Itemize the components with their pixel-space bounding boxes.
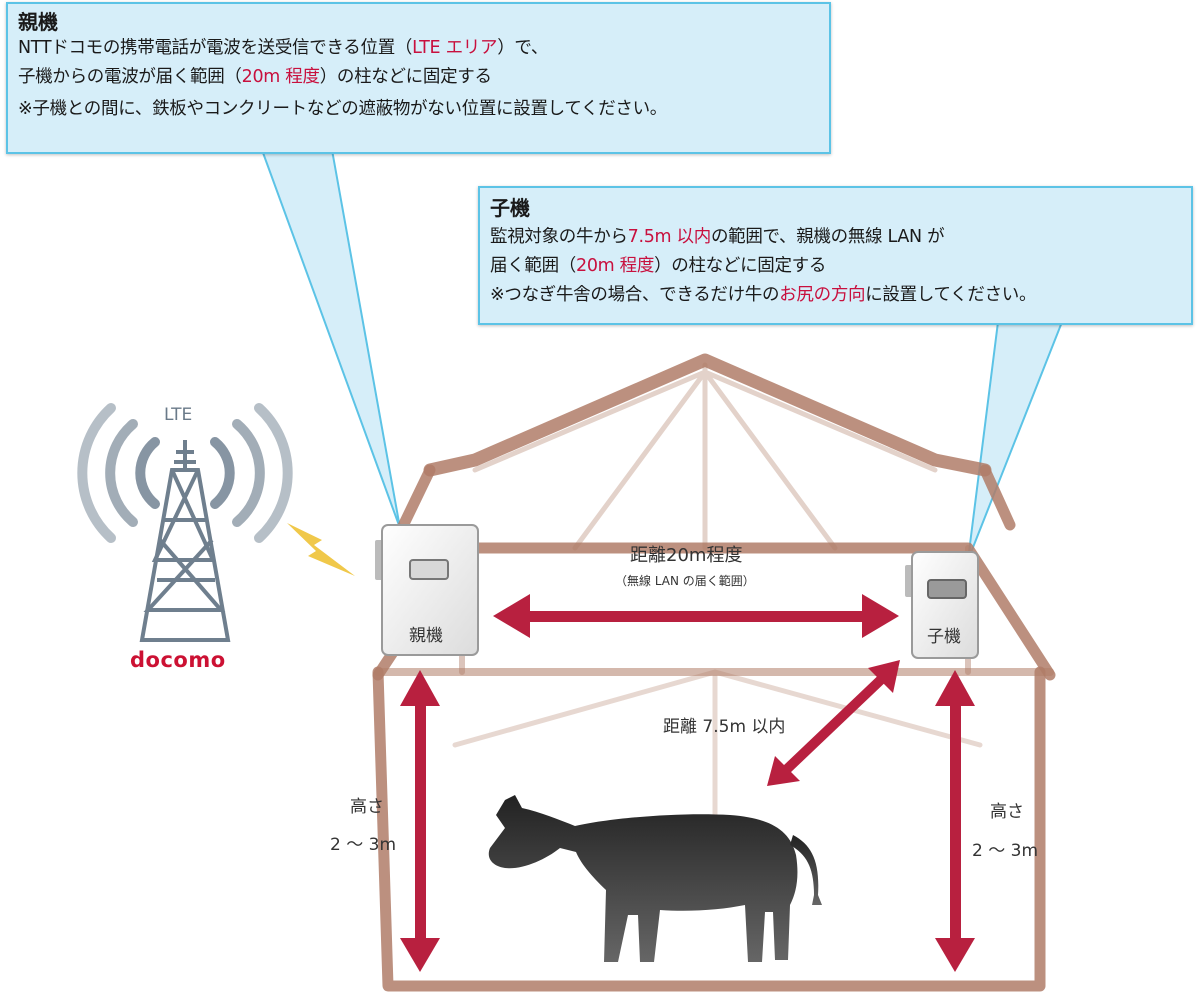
tower-lte-label: LTE — [164, 405, 193, 425]
text: に設置してください。 — [865, 285, 1037, 305]
distance-7-5m-arrow — [767, 660, 900, 786]
parent-device — [375, 524, 479, 656]
child-callout-line-3: ※つなぎ牛舎の場合、できるだけ牛のお尻の方向に設置してください。 — [490, 281, 1191, 310]
parent-callout-title: 親機 — [18, 10, 58, 34]
child-callout-line-2: 届く範囲（20m 程度）の柱などに固定する — [490, 252, 1191, 281]
child-device-callout: 子機 監視対象の牛から7.5m 以内の範囲で、親機の無線 LAN が 届く範囲（… — [478, 186, 1193, 325]
lightning-bolt-icon — [287, 523, 355, 576]
barn — [372, 353, 1056, 992]
highlight-text: 7.5m 以内 — [627, 227, 712, 247]
text: ※つなぎ牛舎の場合、できるだけ牛の — [490, 285, 780, 305]
text: ）の柱などに固定する — [654, 256, 827, 276]
lte-tower-icon — [77, 403, 293, 642]
text: ）の柱などに固定する — [319, 67, 492, 87]
height-right-value: 2 ～ 3m — [972, 841, 1038, 861]
text: 子機からの電波が届く範囲（ — [18, 67, 242, 87]
child-callout-line-1: 監視対象の牛から7.5m 以内の範囲で、親機の無線 LAN が — [490, 223, 1191, 252]
height-right-arrow — [935, 670, 975, 972]
parent-device-callout: 親機 NTTドコモの携帯電話が電波を送受信できる位置（LTE エリア）で、 子機… — [6, 2, 831, 154]
text: 監視対象の牛から — [490, 227, 628, 247]
parent-callout-line-1: NTTドコモの携帯電話が電波を送受信できる位置（LTE エリア）で、 — [18, 34, 829, 63]
height-left-arrow — [400, 670, 440, 972]
height-left-value: 2 ～ 3m — [330, 835, 396, 855]
parent-device-display — [409, 559, 449, 580]
distance-20m-arrow — [493, 594, 899, 638]
text: ）で、 — [497, 38, 549, 58]
distance-7-5m-label: 距離 7.5m 以内 — [663, 717, 786, 737]
cow-icon — [488, 795, 822, 962]
parent-callout-line-3: ※子機との間に、鉄板やコンクリートなどの遮蔽物がない位置に設置してください。 — [18, 99, 668, 119]
height-left-label: 高さ — [350, 797, 384, 817]
parent-callout-line-2: 子機からの電波が届く範囲（20m 程度）の柱などに固定する — [18, 63, 829, 92]
child-callout-title: 子機 — [490, 196, 530, 220]
text: NTTドコモの携帯電話が電波を送受信できる位置（ — [18, 38, 413, 58]
child-device-label: 子機 — [927, 627, 961, 647]
highlight-text: お尻の方向 — [779, 285, 866, 305]
text: の範囲で、親機の無線 LAN が — [710, 227, 945, 247]
highlight-text: 20m 程度 — [241, 67, 320, 87]
parent-device-label: 親機 — [409, 626, 443, 646]
height-right-label: 高さ — [990, 802, 1024, 822]
distance-20m-sublabel: （無線 LAN の届く範囲） — [615, 574, 755, 588]
text: 届く範囲（ — [490, 256, 576, 276]
child-device — [905, 551, 979, 659]
highlight-text: 20m 程度 — [576, 256, 655, 276]
distance-20m-label: 距離20m程度 — [630, 545, 743, 566]
child-device-display — [927, 579, 967, 599]
arrows — [400, 594, 975, 972]
docomo-logo: docomo — [130, 648, 226, 672]
highlight-text: LTE エリア — [412, 38, 498, 58]
